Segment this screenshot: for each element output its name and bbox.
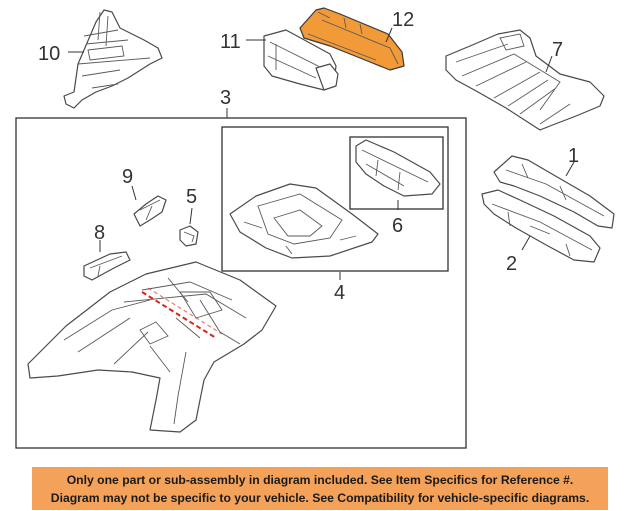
disclaimer-line-1: Only one part or sub-assembly in diagram…: [66, 473, 574, 487]
part-12-highlighted-panel[interactable]: [299, 7, 405, 71]
assembly-4-frame: [221, 126, 449, 272]
part-1-rail[interactable]: [493, 155, 615, 229]
part-7-seat-frame[interactable]: [445, 29, 605, 131]
callout-12: 12: [392, 9, 414, 31]
part-9-bracket[interactable]: [133, 195, 167, 227]
part-12-fill: [299, 7, 405, 71]
disclaimer-banner: Only one part or sub-assembly in diagram…: [32, 467, 608, 510]
callout-3: 3: [220, 87, 231, 109]
callout-4: 4: [334, 282, 345, 304]
part-3-rear-floor-pan[interactable]: [27, 261, 277, 433]
part-10-bracket[interactable]: [63, 9, 163, 109]
cut-line-marker-2: [147, 287, 223, 335]
callout-6: 6: [392, 215, 403, 237]
part-4-spare-well[interactable]: [229, 183, 379, 259]
callout-5: 5: [186, 186, 197, 208]
leader-5: [189, 207, 193, 225]
callout-11: 11: [220, 31, 241, 53]
callout-9: 9: [122, 166, 133, 188]
part-6-bracket[interactable]: [355, 139, 441, 197]
part-8-reinforcement[interactable]: [83, 251, 131, 281]
assembly-6-frame: [349, 136, 444, 210]
leader-12: [385, 27, 393, 43]
callout-8: 8: [94, 222, 105, 244]
part-2-rail[interactable]: [481, 189, 601, 263]
leader-2: [521, 235, 531, 251]
part-5-clip[interactable]: [179, 225, 199, 247]
cut-line-marker: [141, 291, 217, 339]
callout-1: 1: [568, 145, 579, 167]
disclaimer-line-2: Diagram may not be specific to your vehi…: [50, 491, 590, 505]
callout-7: 7: [552, 39, 563, 61]
assembly-3-frame: [15, 117, 467, 449]
callout-2: 2: [506, 253, 517, 275]
leader-7: [545, 55, 553, 73]
callout-10: 10: [38, 43, 60, 65]
leader-1: [565, 161, 575, 177]
part-11-tray[interactable]: [263, 29, 339, 91]
leader-9: [131, 185, 137, 201]
parts-diagram: 10 11 12 7 3 4 6: [15, 7, 615, 449]
